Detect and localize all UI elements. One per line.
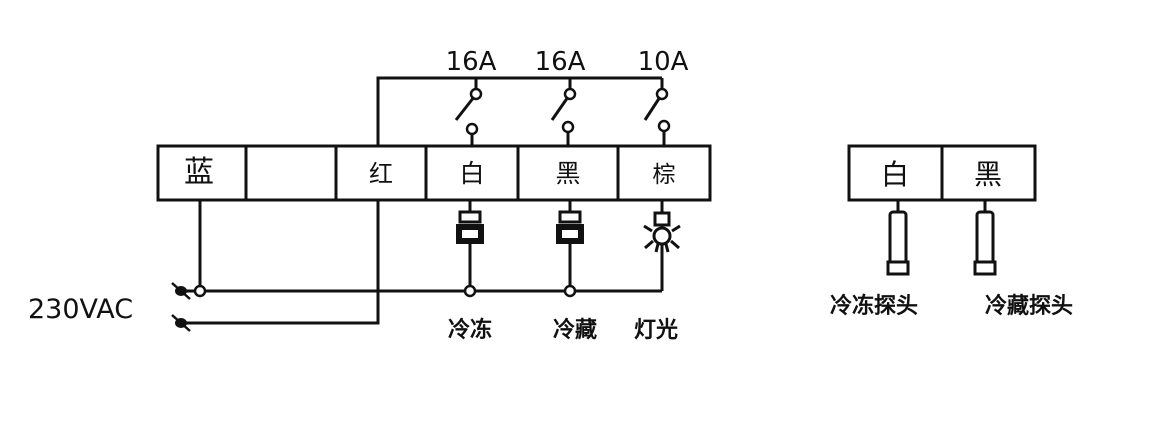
relay-rating-fridge: 16A [535, 47, 586, 77]
left-block-frame [156, 144, 712, 202]
load-label-fridge: 冷藏 [553, 317, 597, 343]
relay-contacts [454, 78, 671, 146]
live-wire [182, 200, 380, 325]
relay-contact-freeze [454, 78, 483, 146]
load-fridge-compressor [556, 200, 584, 291]
lamp-icon [643, 211, 681, 253]
load-light-bulb [643, 200, 681, 291]
terminal-label-brown: 棕 [653, 162, 676, 188]
load-label-light: 灯光 [634, 318, 678, 343]
terminal-label-blue: 蓝 [184, 155, 214, 190]
terminal-label-white: 白 [459, 159, 484, 188]
relay-rating-light: 10A [638, 47, 689, 77]
right-terminal-block: 白 黑 [847, 144, 1037, 202]
load-freeze-compressor [456, 200, 484, 291]
power-supply-label: 230VAC [28, 294, 133, 325]
relay-contact-light [643, 78, 671, 146]
relay-contact-fridge [550, 78, 577, 146]
probe-terminal-label-black: 黑 [974, 158, 1002, 191]
left-terminal-block: 蓝 红 白 黑 棕 [156, 144, 712, 202]
relay-rating-freeze: 16A [446, 47, 497, 77]
probe-label-freeze: 冷冻探头 [830, 293, 918, 319]
probe-label-fridge: 冷藏探头 [985, 293, 1073, 319]
terminal-label-red: 红 [369, 160, 393, 188]
load-label-freeze: 冷冻 [448, 317, 492, 343]
neutral-wire [193, 200, 662, 298]
relay-common-bus [376, 76, 662, 146]
power-plug-terminals [171, 282, 196, 332]
probe-fridge [973, 200, 997, 276]
terminal-label-black: 黑 [555, 159, 580, 188]
relay-ratings: 16A 16A 10A [446, 47, 689, 77]
probe-freeze [886, 200, 910, 276]
probe-terminal-label-white: 白 [881, 158, 909, 191]
